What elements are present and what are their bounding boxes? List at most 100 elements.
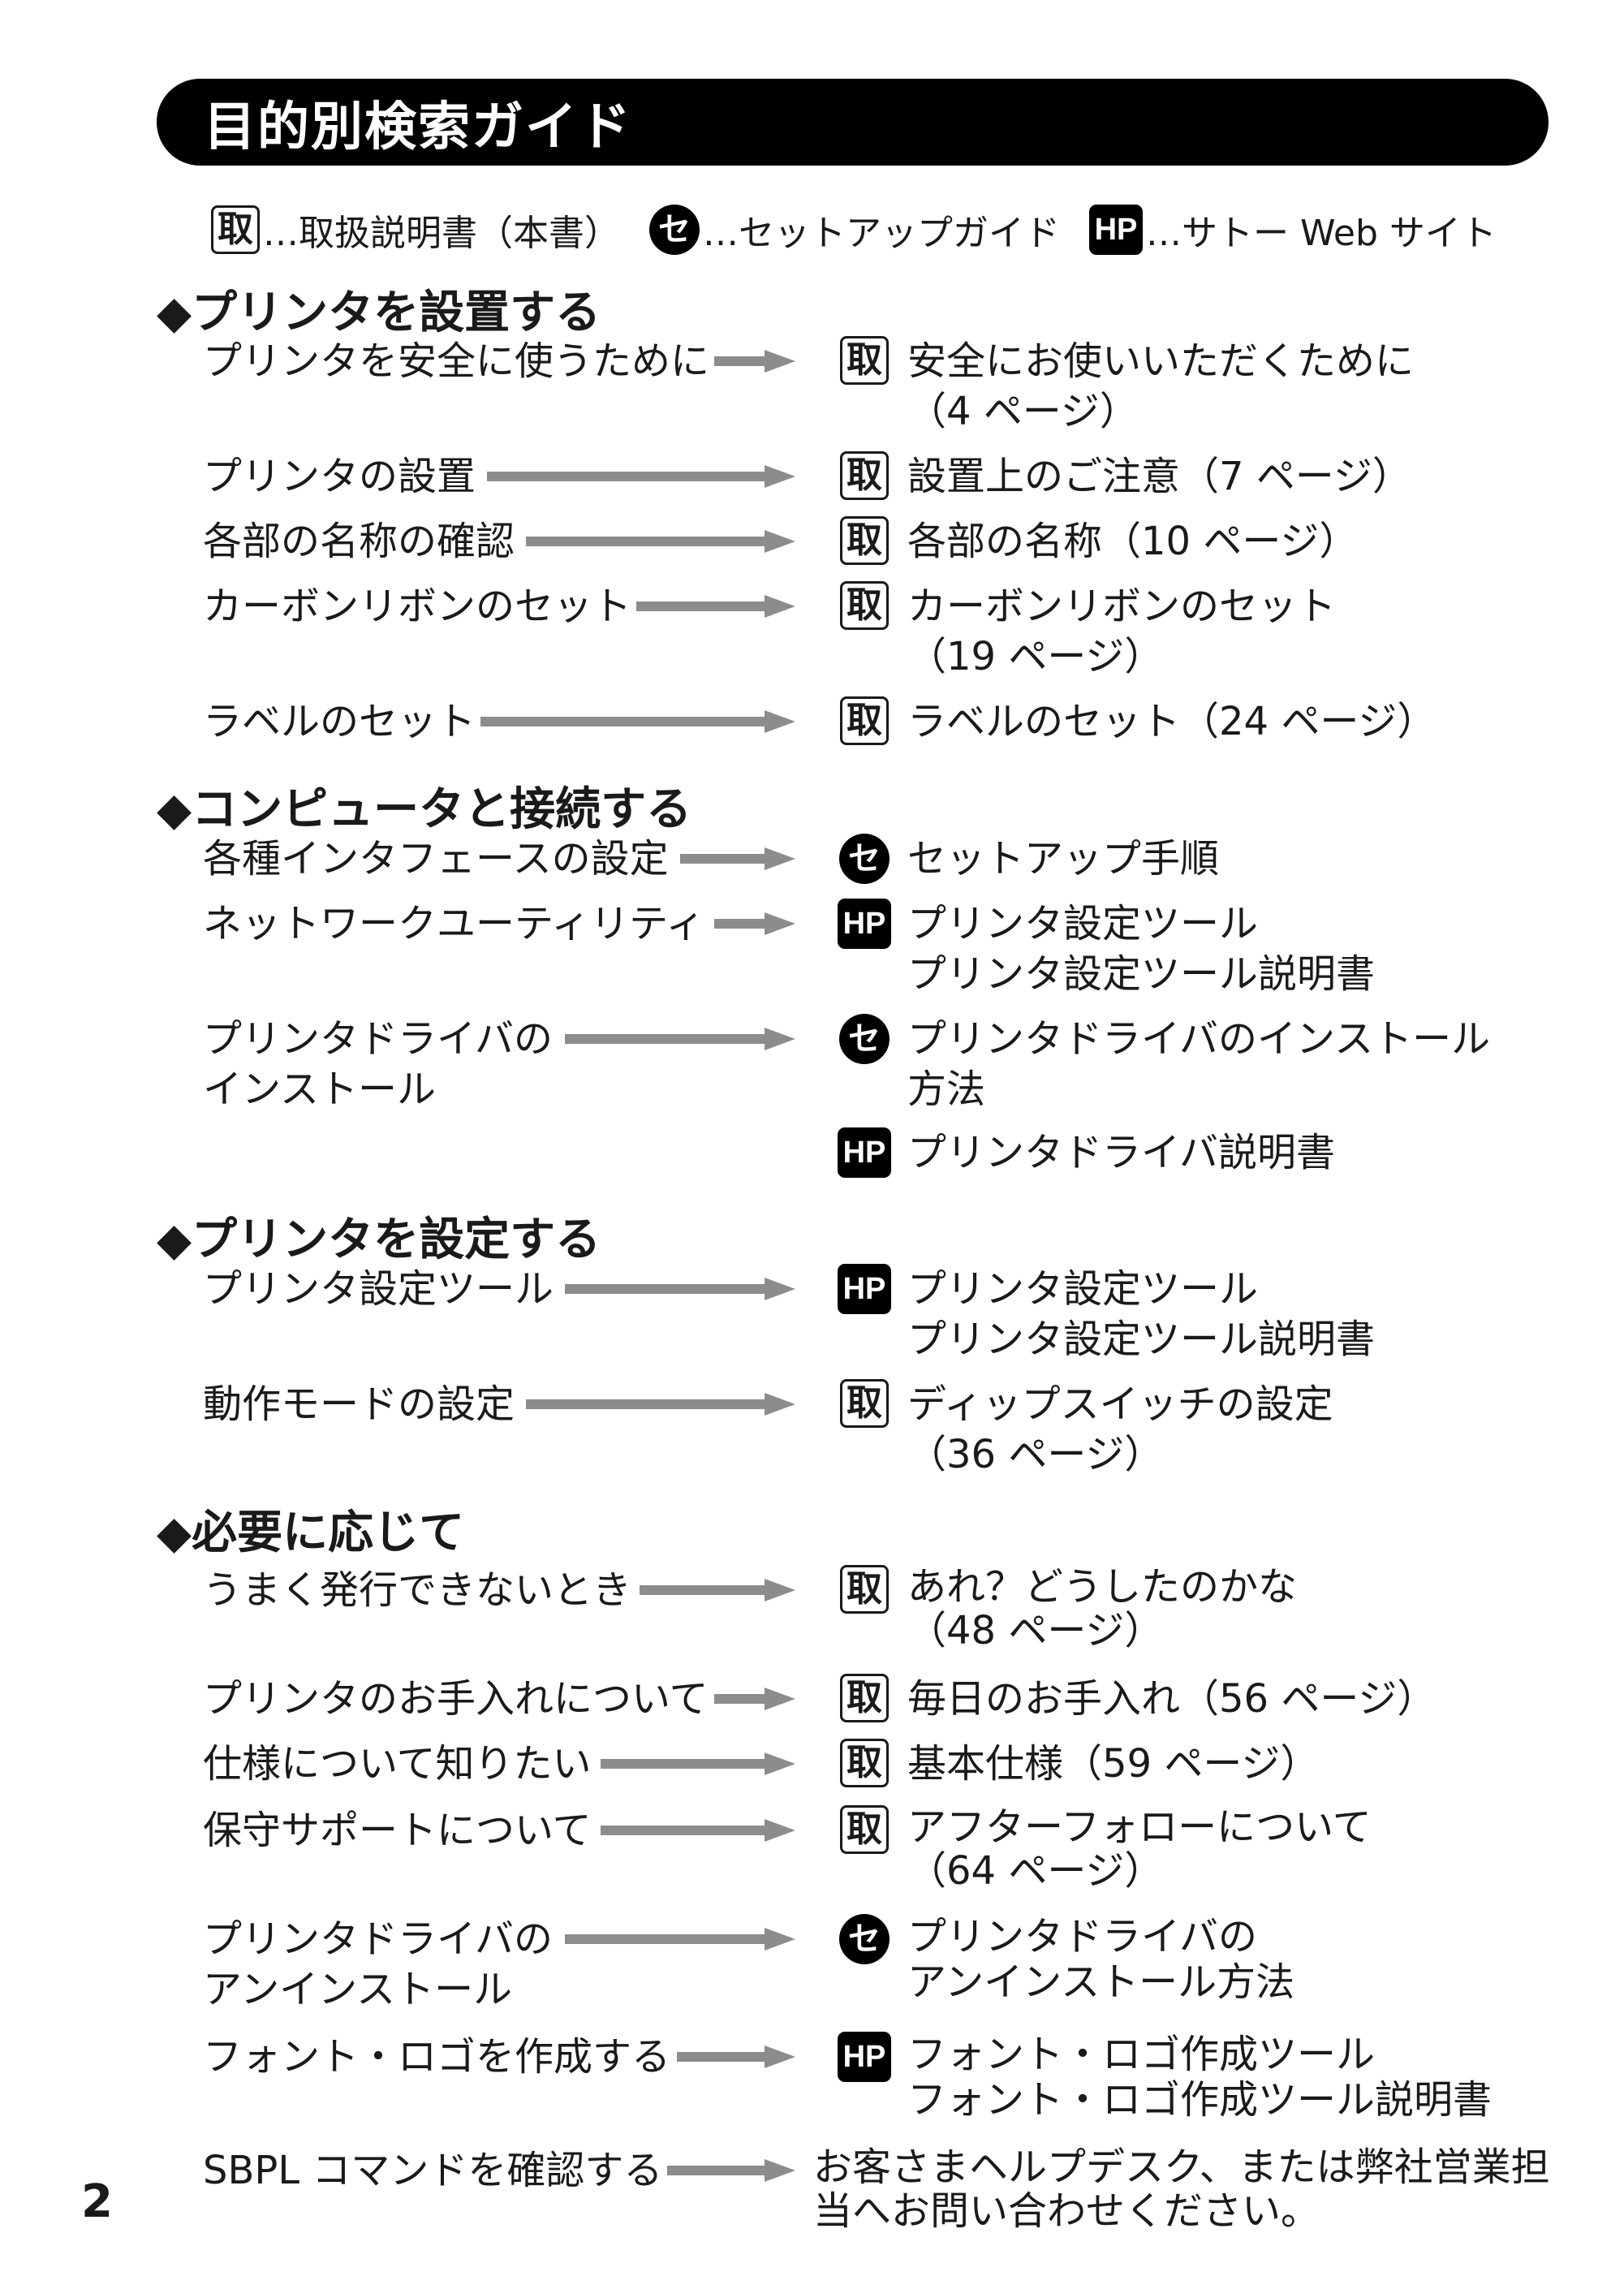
guide-topic: プリンタ設定ツール [203,1266,554,1312]
manual-badge-icon: 取 [840,1565,889,1614]
website-badge-icon: HP [1089,205,1143,255]
page-number: 2 [81,2175,113,2228]
guide-reference: 取ディップスイッチの設定 （36 ページ） [836,1379,1333,1480]
website-badge-icon: HP [838,1264,891,1314]
reference-text: 毎日のお手入れ（56 ページ） [907,1676,1437,1722]
arrow-icon [565,1928,795,1951]
arrow-icon [601,1752,795,1775]
guide-topic: 各種インタフェースの設定 [203,836,669,882]
guide-reference: お客さまヘルプデスク、または弊社営業担 当へお問い合わせください。 [813,2145,1550,2233]
arrow-icon [677,2045,795,2068]
manual-badge-icon: 取 [211,205,260,254]
page-title: 目的別検索ガイド [204,97,632,157]
guide-topic: プリンタのお手入れについて [203,1676,709,1722]
guide-reference: 取安全にお使いいただくために （4 ページ） [836,336,1414,437]
manual-badge-icon: 取 [840,696,889,745]
guide-reference: HP プリンタ設定ツール プリンタ設定ツール説明書 [836,1264,1375,1364]
guide-topic: 保守サポートについて [203,1808,592,1853]
guide-reference: 取基本仕様（59 ページ） [836,1739,1319,1789]
website-badge-icon: HP [838,2032,891,2082]
manual-badge-icon: 取 [840,1805,889,1854]
manual-badge-icon: 取 [840,1379,889,1428]
reference-text: 設置上のご注意（7 ページ） [907,454,1411,499]
arrow-icon [565,1028,795,1050]
arrow-icon [640,1579,795,1601]
reference-text: プリンタ設定ツール プリンタ設定ツール説明書 [907,901,1376,997]
arrow-icon [714,1688,795,1710]
guide-topic: うまく発行できないとき [203,1567,632,1613]
reference-text: セットアップ手順 [907,836,1220,882]
section-heading: ◆プリンタを設置する [157,287,601,339]
reference-text: フォント・ロゴ作成ツール フォント・ロゴ作成ツール説明書 [907,2032,1493,2123]
guide-topic: フォント・ロゴを作成する [203,2034,671,2080]
website-badge-icon: HP [838,899,891,949]
legend-website-text: …サトー Web サイト [1146,213,1497,254]
arrow-icon [636,595,795,618]
guide-reference: 取ラベルのセット（24 ページ） [836,696,1436,747]
guide-reference: セセットアップ手順 [836,834,1219,884]
arrow-icon [714,350,795,373]
setup-guide-badge-icon: セ [649,205,700,255]
manual-badge-icon: 取 [840,336,889,385]
reference-text: ラベルのセット（24 ページ） [907,699,1437,744]
guide-reference: 取あれ？どうしたのかな （48 ページ） [836,1565,1297,1653]
manual-badge-icon: 取 [840,581,889,630]
guide-topic: プリンタを安全に使うために [203,338,710,384]
icon-legend: 取 …取扱説明書（本書） セ …セットアップガイド HP …サトー Web サイ… [211,201,1526,258]
reference-text: 各部の名称（10 ページ） [907,519,1359,564]
guide-topic: 各部の名称の確認 [203,519,515,564]
guide-topic: プリンタドライバの インストール [203,1016,554,1112]
guide-reference: HP フォント・ロゴ作成ツール フォント・ロゴ作成ツール説明書 [836,2032,1492,2123]
manual-badge-icon: 取 [840,516,889,565]
guide-reference: 取各部の名称（10 ページ） [836,516,1358,567]
guide-reference: セプリンタドライバのインストール 方法 HP プリンタドライバ説明書 [836,1014,1490,1178]
guide-topic: SBPL コマンドを確認する [203,2148,663,2193]
guide-topic: カーボンリボンのセット [203,584,632,629]
legend-website: HP …サトー Web サイト [1089,204,1497,256]
reference-text: 基本仕様（59 ページ） [907,1741,1320,1787]
arrow-icon [487,465,795,488]
guide-reference: HP プリンタ設定ツール プリンタ設定ツール説明書 [836,899,1375,999]
arrow-icon [601,1819,795,1842]
guide-topic: 動作モードの設定 [203,1382,515,1427]
reference-text: プリンタドライバのインストール 方法 [907,1016,1491,1112]
guide-reference: 取アフターフォローについて （64 ページ） [836,1805,1372,1893]
manual-badge-icon: 取 [840,1739,889,1787]
reference-text: カーボンリボンのセット （19 ページ） [907,584,1337,679]
reference-text: あれ？どうしたのかな （48 ページ） [907,1564,1298,1653]
reference-text: お客さまヘルプデスク、または弊社営業担 当へお問い合わせください。 [813,2145,1550,2234]
guide-topic: ネットワークユーティリティ [203,901,705,946]
title-bar: 目的別検索ガイド [157,79,1549,166]
legend-manual-text: …取扱説明書（本書） [263,213,620,254]
guide-reference: セプリンタドライバの アンインストール方法 [836,1914,1294,2005]
arrow-icon [480,710,795,733]
arrow-icon [714,912,795,935]
guide-topic: プリンタの設置 [203,454,476,499]
guide-reference: 取設置上のご注意（7 ページ） [836,451,1411,502]
manual-badge-icon: 取 [840,1674,889,1722]
section-heading: ◆コンピュータと接続する [157,783,692,836]
arrow-icon [667,2159,795,2182]
reference-text: ディップスイッチの設定 （36 ページ） [907,1382,1333,1477]
section-heading: ◆必要に応じて [157,1507,465,1559]
legend-setup: セ …セットアップガイド [649,204,1060,256]
arrow-icon [565,1278,795,1300]
section-heading: ◆プリンタを設定する [157,1213,601,1266]
reference-text: 安全にお使いいただくために （4 ページ） [907,338,1415,434]
legend-manual: 取 …取扱説明書（本書） [211,204,620,256]
reference-text: プリンタ設定ツール プリンタ設定ツール説明書 [907,1266,1376,1362]
guide-topic: ラベルのセット [203,699,476,744]
reference-text: プリンタドライバの アンインストール方法 [907,1914,1295,2005]
reference-text: アフターフォローについて （64 ページ） [907,1804,1372,1894]
guide-reference: 取毎日のお手入れ（56 ページ） [836,1674,1436,1724]
setup-guide-badge-icon: セ [839,1014,890,1064]
manual-badge-icon: 取 [840,451,889,500]
setup-guide-badge-icon: セ [839,834,890,884]
guide-reference: 取カーボンリボンのセット （19 ページ） [836,581,1336,682]
website-badge-icon: HP [838,1127,891,1178]
guide-topic: 仕様について知りたい [203,1741,592,1787]
reference-text: プリンタドライバ説明書 [907,1130,1336,1175]
arrow-icon [526,1393,795,1416]
arrow-icon [680,847,795,870]
guide-topic: プリンタドライバの アンインストール [203,1916,554,2012]
